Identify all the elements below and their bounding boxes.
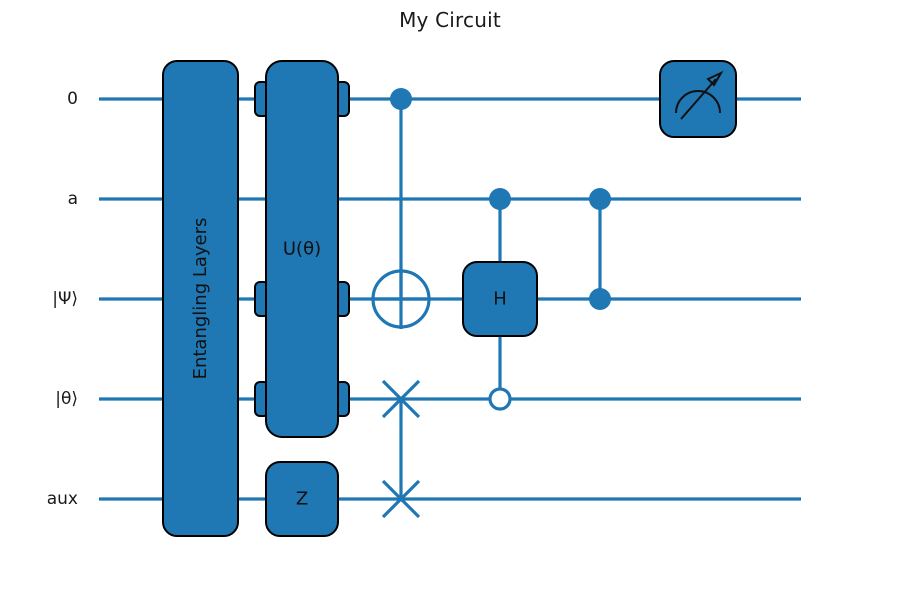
- measure-arc: [675, 90, 721, 114]
- cz-control-dot-a[interactable]: [589, 188, 611, 210]
- z-gate-label: Z: [296, 489, 308, 510]
- u-theta-box[interactable]: [265, 60, 339, 438]
- wire-label-aux: aux: [46, 489, 78, 509]
- swap-mark-aux-stroke-b: [381, 479, 421, 519]
- gate-z[interactable]: Z: [265, 461, 339, 537]
- h-control-dot-filled[interactable]: [489, 188, 511, 210]
- entangling-layers-label: Entangling Layers: [190, 218, 211, 380]
- z-gate-box[interactable]: [265, 461, 339, 537]
- cnot-control-dot[interactable]: [390, 88, 412, 110]
- gate-h[interactable]: H: [462, 188, 538, 411]
- h-gate-box[interactable]: [462, 261, 538, 337]
- gate-cz[interactable]: [589, 188, 611, 310]
- gate-swap[interactable]: [381, 379, 421, 519]
- wire-label-theta: |θ⟩: [55, 389, 78, 409]
- swap-mark-aux[interactable]: [381, 479, 421, 519]
- gate-cnot[interactable]: [371, 88, 431, 329]
- wire-label-0: 0: [67, 89, 78, 109]
- gate-entangling-layers[interactable]: Entangling Layers: [162, 60, 239, 537]
- wire-label-psi: |Ψ⟩: [52, 289, 78, 309]
- swap-mark-theta-stroke-b: [381, 379, 421, 419]
- swap-mark-theta[interactable]: [381, 379, 421, 419]
- measure-icon: [675, 70, 724, 120]
- h-gate-label: H: [493, 289, 507, 310]
- measure-arrowhead: [706, 70, 724, 87]
- entangling-layers-box[interactable]: [162, 60, 239, 537]
- h-control-dot-open[interactable]: [488, 387, 512, 411]
- measure-needle: [680, 78, 717, 120]
- gate-measure[interactable]: [659, 60, 737, 138]
- wire-label-a: a: [67, 189, 78, 209]
- u-theta-label: U(θ): [283, 239, 321, 260]
- page-title: My Circuit: [399, 8, 501, 32]
- gate-u-theta[interactable]: U(θ): [254, 60, 350, 438]
- cz-control-dot-psi[interactable]: [589, 288, 611, 310]
